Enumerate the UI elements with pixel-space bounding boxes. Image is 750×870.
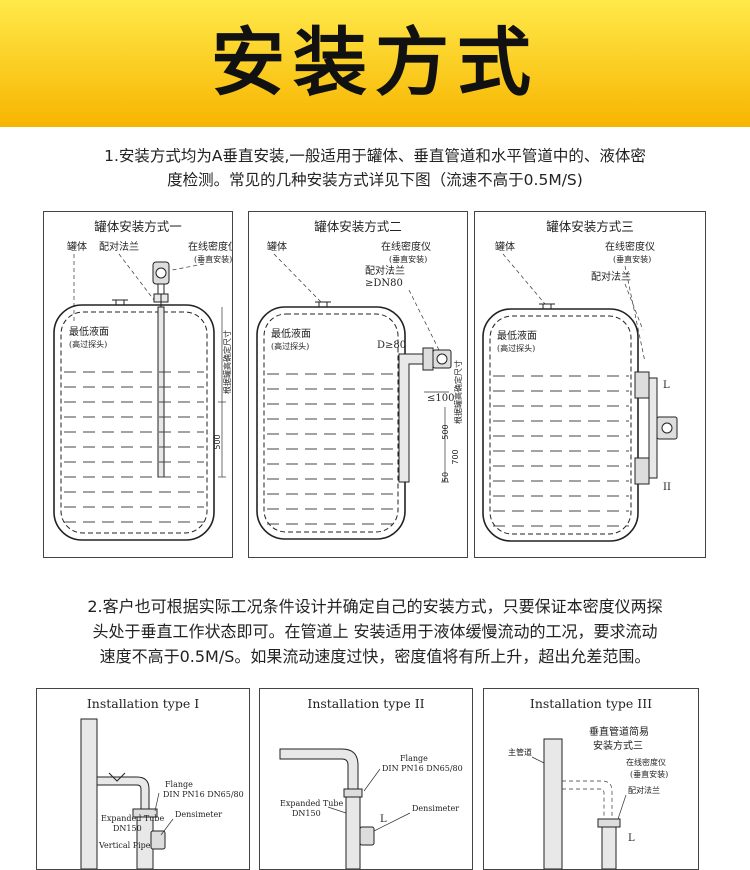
d-label: D≥80 xyxy=(377,340,406,351)
tank-label: 罐体 xyxy=(495,240,515,253)
tank-diagram-3: 罐体安装方式三 罐体 在线密度仪 (垂直安装) 配对法兰 最低液面 (高过探头)… xyxy=(474,211,706,558)
dim-700: 700 xyxy=(451,449,460,464)
flange-spec: DIN PN16 DN65/80 xyxy=(163,790,244,799)
dim-500: 500 xyxy=(441,424,450,439)
min-level-label: 最低液面 xyxy=(69,325,109,338)
expanded-tube-label: Expanded Tube xyxy=(101,814,165,823)
intro-line-1: 1.安装方式均为A垂直安装,一般适用于罐体、垂直管道和水平管道中的、液体密 xyxy=(104,147,646,165)
note-paragraph: 2.客户也可根据实际工况条件设计并确定自己的安装方式，只要保证本密度仪两探 头处… xyxy=(30,594,720,669)
flange-label: Flange xyxy=(165,780,193,789)
intro-line-2: 度检测。常见的几种安装方式详见下图（流速不高于0.5M/S) xyxy=(167,171,583,189)
intro-paragraph: 1.安装方式均为A垂直安装,一般适用于罐体、垂直管道和水平管道中的、液体密 度检… xyxy=(30,144,720,192)
main-pipe-label: 主管道 xyxy=(508,747,532,757)
densimeter-label: Densimeter xyxy=(412,804,459,813)
tank-diagram-1: 罐体安装方式一 罐体 配对法兰 在线密度仪 (垂直安装) 最低液面 (高过探头) xyxy=(43,211,233,558)
panel-title: 罐体安装方式三 xyxy=(546,219,634,234)
header-banner: 安装方式 xyxy=(0,0,750,127)
ii-label: II xyxy=(663,482,671,493)
meter-label: 在线密度仪 xyxy=(626,757,666,767)
l-label: L xyxy=(663,380,670,391)
vertical-note: 根据罐高确定尺寸 xyxy=(222,330,232,394)
expanded-tube-dn: DN150 xyxy=(292,809,321,818)
expanded-tube-dn: DN150 xyxy=(113,824,142,833)
tank-diagram-2: 罐体安装方式二 罐体 在线密度仪 (垂直安装) 配对法兰 ≥DN80 最低液面 … xyxy=(248,211,468,558)
panel-title: 罐体安装方式二 xyxy=(314,219,402,234)
note-line-3: 速度不高于0.5M/S。如果流动速度过快，密度值将有所上升，超出允差范围。 xyxy=(99,647,651,666)
page-title: 安装方式 xyxy=(211,20,539,106)
expanded-tube-label: Expanded Tube xyxy=(280,799,344,808)
tank-label: 罐体 xyxy=(267,240,287,253)
panel-title: Installation type III xyxy=(530,696,652,711)
min-level-note: (高过探头) xyxy=(497,343,535,353)
vertical-note: 根据罐高确定尺寸 xyxy=(453,360,463,424)
panel-title: 罐体安装方式一 xyxy=(94,219,182,234)
meter-label: 在线密度仪 xyxy=(381,240,431,253)
panel-title: Installation type I xyxy=(87,696,199,711)
pipe-diagram-2: Installation type II Flange DIN PN16 DN6… xyxy=(259,688,473,870)
l-label: L xyxy=(628,833,635,844)
meter-note: (垂直安装) xyxy=(630,769,668,779)
meter-label: 在线密度仪 xyxy=(605,240,655,253)
heading-2: 安装方式三 xyxy=(593,739,643,752)
dn-label: ≥DN80 xyxy=(365,278,403,289)
dim-50: 50 xyxy=(441,472,450,482)
flange-label: 配对法兰 xyxy=(591,270,631,283)
min-level-note: (高过探头) xyxy=(271,341,309,351)
flange-spec: DIN PN16 DN65/80 xyxy=(382,764,463,773)
heading-1: 垂直管道简易 xyxy=(589,725,649,738)
pipe-diagram-1: Installation type I Flange DIN PN16 DN65… xyxy=(36,688,250,870)
flange-label: 配对法兰 xyxy=(99,240,139,253)
flange-label: Flange xyxy=(400,754,428,763)
meter-note: (垂直安装) xyxy=(194,254,232,264)
meter-label: 在线密度仪 xyxy=(188,240,232,253)
flange-label: 配对法兰 xyxy=(628,785,660,795)
min-level-label: 最低液面 xyxy=(271,327,311,340)
min-level-label: 最低液面 xyxy=(497,329,537,342)
note-line-2: 头处于垂直工作状态即可。在管道上 安装适用于液体缓慢流动的工况，要求流动 xyxy=(92,622,658,641)
meter-note: (垂直安装) xyxy=(389,254,427,264)
pipe-diagram-3: Installation type III 垂直管道简易 安装方式三 主管道 在… xyxy=(483,688,699,870)
note-line-1: 2.客户也可根据实际工况条件设计并确定自己的安装方式，只要保证本密度仪两探 xyxy=(87,597,663,616)
densimeter-label: Densimeter xyxy=(175,810,222,819)
meter-note: (垂直安装) xyxy=(613,254,651,264)
l-label: L xyxy=(380,814,387,825)
panel-title: Installation type II xyxy=(307,696,424,711)
tank-label: 罐体 xyxy=(67,240,87,253)
dim-500: 500 xyxy=(213,434,222,449)
min-level-note: (高过探头) xyxy=(69,339,107,349)
vertical-pipe-label: Vertical Pipe xyxy=(98,841,151,850)
flange-label: 配对法兰 xyxy=(365,264,405,277)
le-label: ≤100 xyxy=(427,393,454,404)
